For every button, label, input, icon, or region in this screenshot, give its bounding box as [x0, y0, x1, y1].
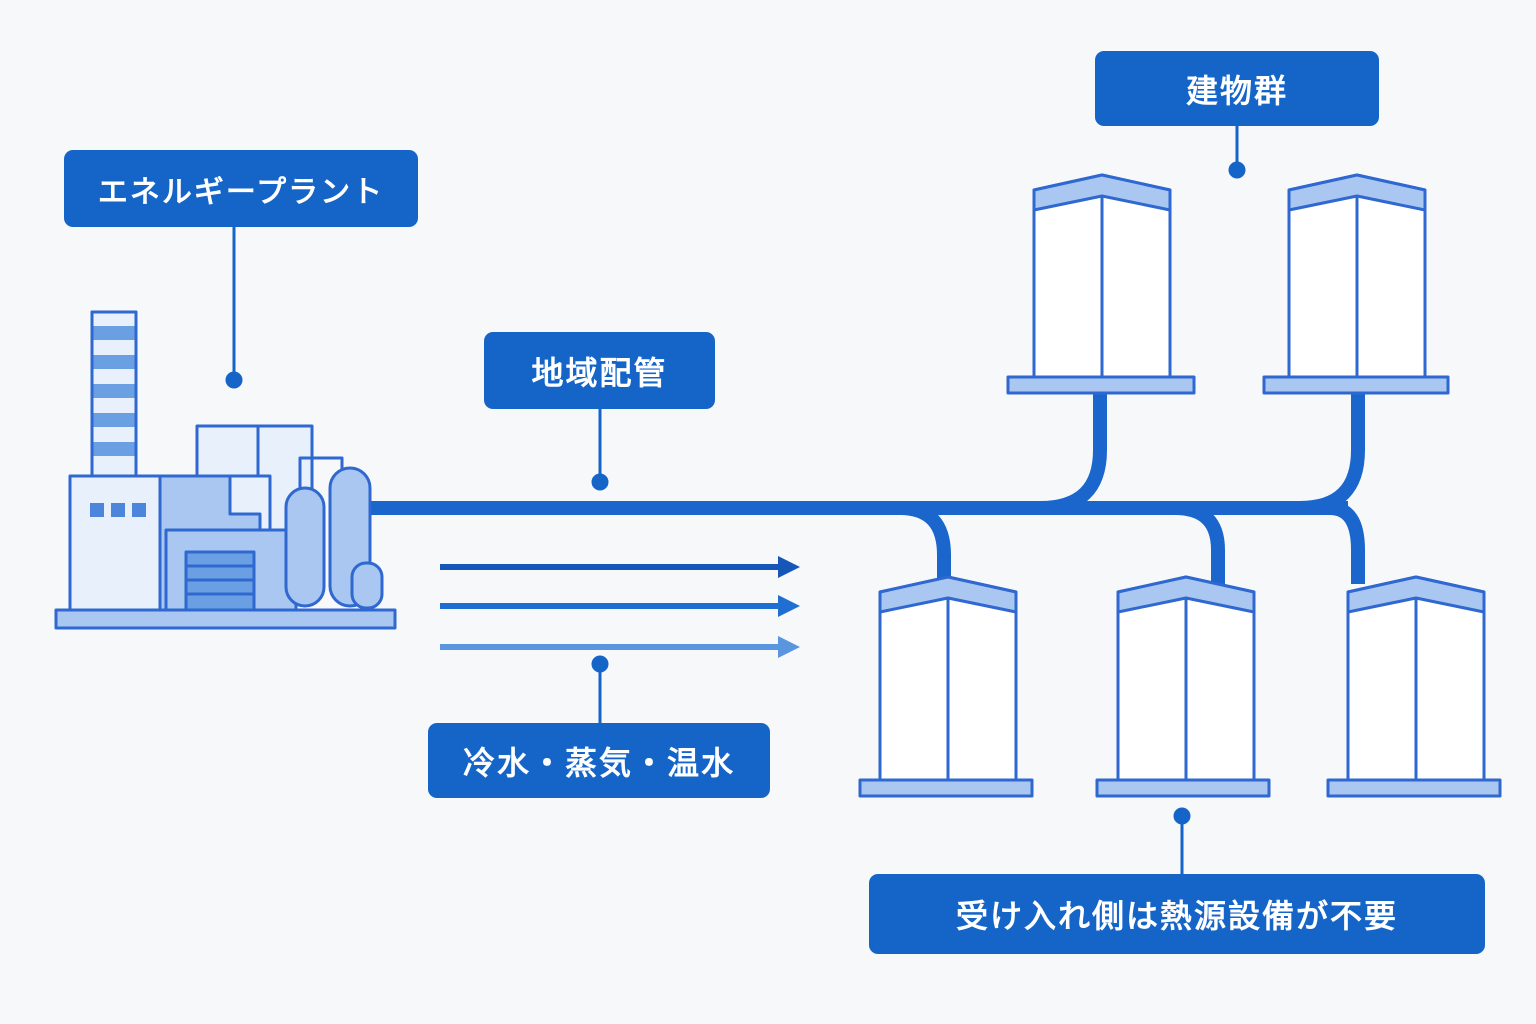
arrow-cold-water — [440, 556, 800, 578]
pipe-branch-bottom-left — [899, 501, 951, 580]
pipe-branch-top-left — [1039, 392, 1107, 515]
arrow-warm-water — [440, 636, 800, 658]
pipe-branch-top-right — [1299, 392, 1365, 515]
building-bottom-left — [858, 575, 1034, 798]
buildings-label: 建物群 — [1095, 51, 1379, 126]
plant-tank-small — [350, 561, 384, 610]
building-bottom-middle — [1095, 575, 1271, 798]
plant-tank-left — [284, 486, 326, 608]
building-top-right — [1262, 173, 1450, 395]
energy-plant-label: エネルギープラント — [64, 150, 418, 227]
energy-plant-illustration — [54, 310, 397, 630]
pipe-branch-bottom-middle — [1174, 501, 1225, 584]
leader-lines — [225, 126, 1246, 874]
buildings — [858, 173, 1502, 798]
district-piping-label: 地域配管 — [484, 332, 715, 409]
building-bottom-right — [1326, 575, 1502, 798]
chimney — [90, 310, 138, 480]
building-top-left — [1006, 173, 1196, 395]
media-label: 冷水・蒸気・温水 — [428, 723, 770, 798]
plant-base — [54, 608, 397, 630]
arrow-steam — [440, 595, 800, 617]
pipe-branch-bottom-right — [1329, 501, 1365, 584]
flow-arrows — [440, 556, 800, 658]
district-pipe-network — [370, 392, 1365, 584]
no-heat-source-label: 受け入れ側は熱源設備が不要 — [869, 874, 1485, 954]
